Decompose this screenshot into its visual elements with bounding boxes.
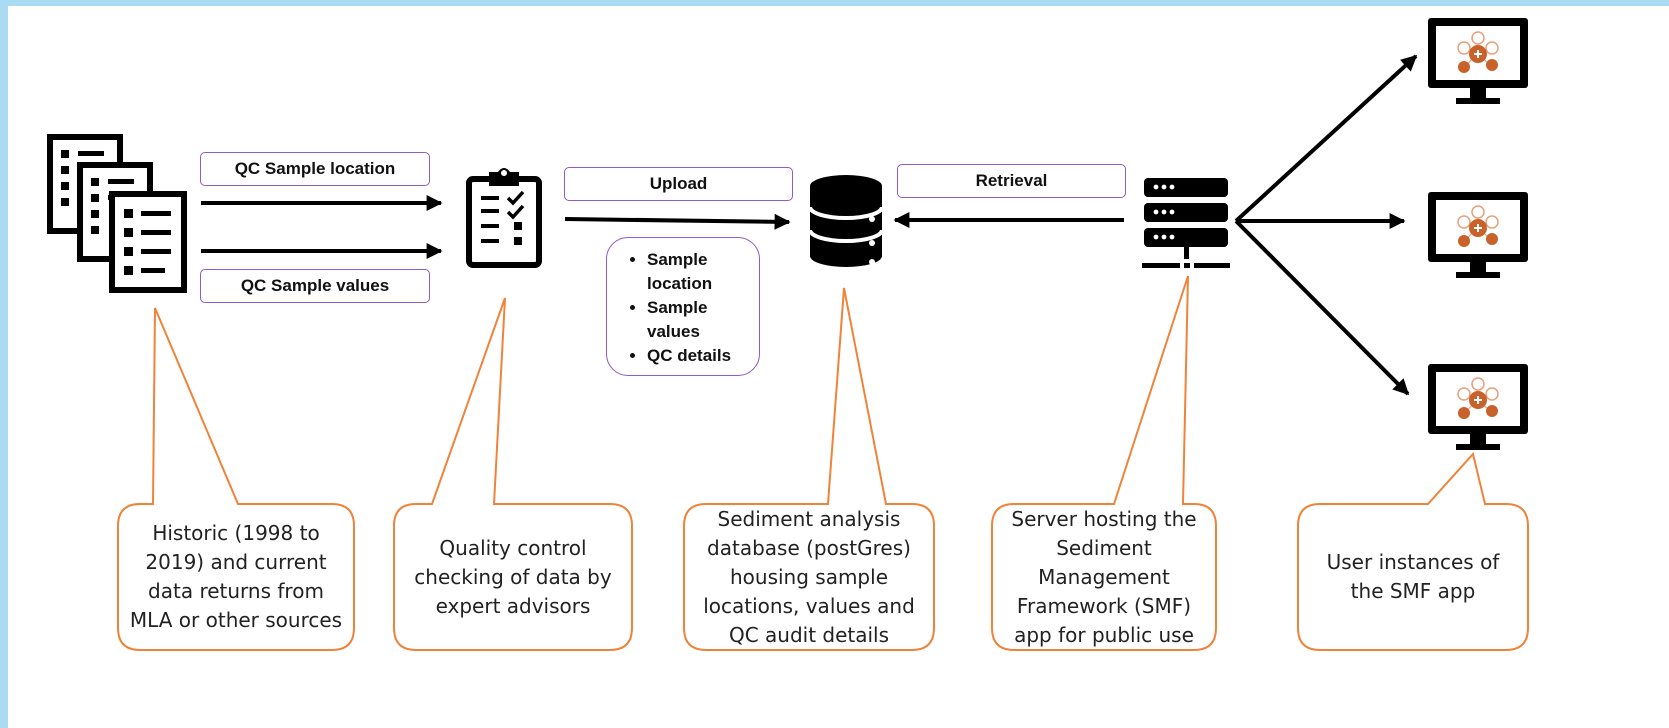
upload-item: QC details	[647, 344, 749, 368]
upload-details-box: Sample location Sample values QC details	[606, 237, 760, 376]
callout-server-text: Server hosting the Sediment Management F…	[1011, 506, 1197, 647]
diagram-graphics	[47, 17, 1529, 651]
documents-icon	[47, 134, 187, 293]
database-icon	[808, 175, 884, 267]
callout-users	[1297, 451, 1529, 651]
clipboard-checklist-icon	[466, 168, 542, 268]
callout-historic-text: Historic (1998 to 2019) and current data…	[129, 521, 343, 632]
upload-item: Sample location	[647, 248, 749, 296]
arrow-upload	[564, 213, 791, 230]
callout-qc	[393, 297, 633, 651]
monitor-app-icon	[1427, 363, 1529, 451]
callout-qc-text: Quality control checking of data by expe…	[414, 535, 612, 618]
monitor-app-icon	[1427, 17, 1529, 105]
diagram-canvas: QC Sample location QC Sample values Uplo…	[8, 6, 1669, 728]
arrow-to-user-3	[1234, 219, 1410, 396]
callout-server	[991, 275, 1217, 651]
label-upload: Upload	[564, 167, 793, 201]
callout-database-text: Sediment analysis database (postGres) ho…	[703, 506, 915, 647]
label-qc-sample-location: QC Sample location	[200, 152, 430, 186]
upload-item: Sample values	[647, 296, 749, 344]
callout-database	[683, 287, 935, 651]
monitor-app-icon	[1427, 191, 1529, 279]
callout-historic	[117, 307, 355, 651]
server-icon	[1142, 178, 1230, 268]
label-qc-sample-values: QC Sample values	[200, 269, 430, 303]
arrow-to-user-1	[1234, 54, 1418, 223]
label-retrieval: Retrieval	[897, 164, 1126, 198]
callout-users-text: User instances of the SMF app	[1326, 550, 1500, 603]
